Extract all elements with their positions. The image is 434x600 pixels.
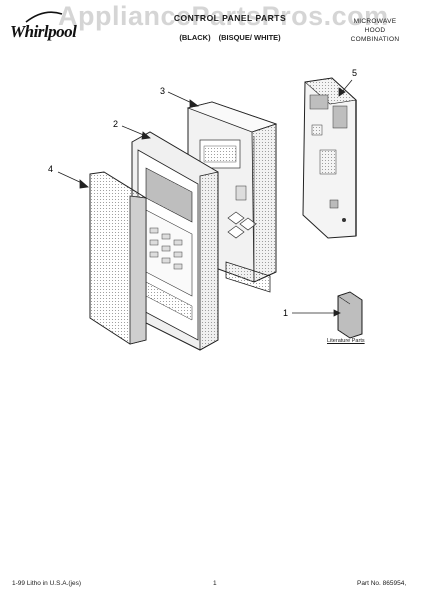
color-variant-black: (BLACK) (179, 33, 211, 42)
callout-5: 5 (352, 68, 357, 78)
title-block: CONTROL PANEL PARTS (BLACK) (BISQUE/ WHI… (130, 13, 330, 43)
part-4-overlay-panel (89, 171, 147, 345)
callout-4: 4 (48, 164, 53, 174)
color-variant-bisque-white: (BISQUE/ WHITE) (218, 33, 281, 42)
brand-logo: Whirlpool (10, 22, 77, 41)
callout-leaders (57, 79, 353, 317)
part-1-literature (337, 291, 363, 339)
callout-3: 3 (160, 86, 165, 96)
page-title: CONTROL PANEL PARTS (173, 13, 287, 23)
part-2-front-panel (131, 131, 219, 351)
callout-2: 2 (113, 119, 118, 129)
color-variants: (BLACK) (BISQUE/ WHITE) (130, 33, 330, 43)
footer-part-number: Part No. 865954, (357, 580, 407, 587)
part-5-control-board (302, 77, 357, 239)
product-line-2: HOOD (364, 27, 386, 34)
product-line-1: MICROWAVE (353, 18, 397, 25)
callout-1: 1 (283, 308, 288, 318)
footer-litho: 1-99 Litho in U.S.A.(jes) (12, 580, 82, 587)
footer-page-number: 1 (213, 580, 217, 587)
product-line-3: COMBINATION (350, 36, 400, 43)
watermark: AppliancePartsPros.com (58, 1, 389, 31)
product-type: MICROWAVE HOOD COMBINATION (340, 17, 410, 44)
brand-swoosh-icon (25, 11, 63, 23)
literature-parts-label: Literature Parts (327, 338, 365, 344)
